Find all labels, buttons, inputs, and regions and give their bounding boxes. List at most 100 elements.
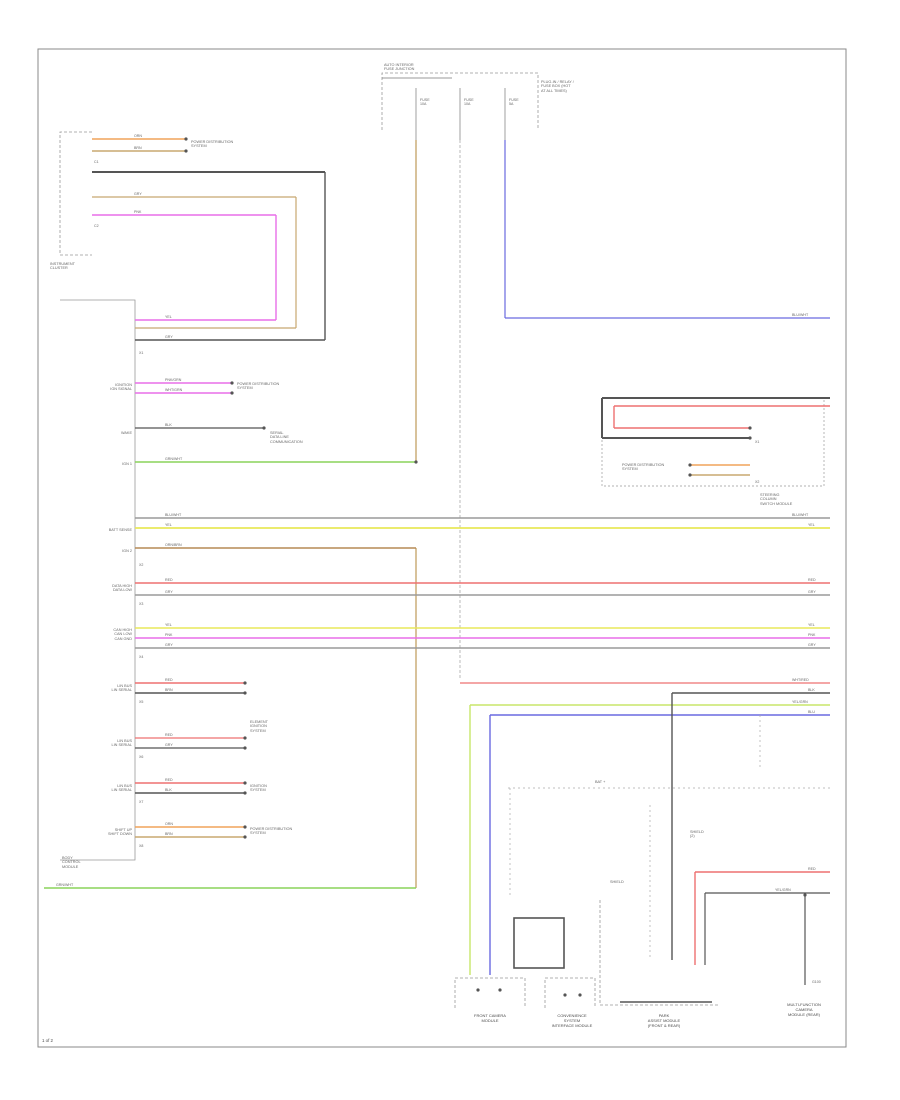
page-number: 1 of 2: [42, 1038, 53, 1043]
conv-bracket: [513, 917, 565, 969]
dot-bcm-6: [243, 736, 247, 740]
fuse-box-outline: [381, 72, 539, 130]
bcm-w-14: GRY: [165, 643, 173, 647]
right-w-13: RED: [808, 867, 816, 871]
right-w-11: YEL/GRN: [792, 700, 808, 704]
bcm-w-11: GRY: [165, 590, 173, 594]
bcm-x8-label: X8: [139, 844, 144, 848]
bcm-pin-lin4: SHIFT UP SHIFT DOWN: [108, 828, 132, 837]
bcm-pin-ign2: IGN 2: [122, 549, 132, 553]
bcm-pin-ign1: IGN 1: [122, 462, 132, 466]
front-cam-label: FRONT CAMERA MODULE: [474, 1013, 506, 1023]
scm-x1-label: X1: [755, 440, 760, 444]
bcm-x7-label: X7: [139, 800, 144, 804]
bcm-label: BODY CONTROL MODULE: [62, 856, 81, 869]
bcm-w-19: RED: [165, 778, 173, 782]
ic-wire-3-label: GRY: [134, 192, 142, 196]
dot-bcm-4: [243, 681, 247, 685]
right-w-10: BLK: [808, 688, 815, 692]
dot-bot-1: [476, 988, 480, 992]
dot-splice-1: [414, 460, 418, 464]
right-w-3: YEL: [808, 523, 815, 527]
bcm-pin-wake: WAKE: [120, 431, 132, 435]
diagram-frame: [37, 48, 847, 1048]
ic-wire-2-label: BRN: [134, 146, 142, 150]
connector-dots: [184, 137, 807, 997]
front-cam-outline: [454, 977, 526, 1008]
bcm-w-3: PNK/GRN: [165, 378, 182, 382]
ref-j-label: SHIELD: [610, 880, 624, 884]
right-w-1: BLU/WHT: [792, 313, 809, 317]
fuse-a-label: FUSE 10A: [420, 98, 430, 106]
bcm-pin-can: CAN HIGH CAN LOW CAN GND: [113, 628, 132, 641]
bcm-w-17: RED: [165, 733, 173, 737]
ref-f-label: POWER DISTRIBUTION SYSTEM: [250, 827, 293, 836]
dot-bcm-1: [230, 381, 234, 385]
bcm-w-23: GRN/WHT: [56, 883, 74, 887]
dot-scm-2: [748, 436, 752, 440]
ref-d-label: ELEMENT IGNITION SYSTEM: [250, 720, 268, 733]
right-w-2: BLU/WHT: [792, 513, 809, 517]
bcm-x1-label: X1: [139, 351, 144, 355]
bcm-w-16: BRN: [165, 688, 173, 692]
ic-c1-label: C1: [94, 160, 99, 164]
right-w-7: PNK: [808, 633, 816, 637]
ic-wire-1-label: ORN: [134, 134, 142, 138]
dot-bcm-2: [230, 391, 234, 395]
bcm-pin-lin1: LIN BUS LIN SERIAL: [111, 684, 132, 693]
bcm-w-10: RED: [165, 578, 173, 582]
bcm-w-13: PNK: [165, 633, 173, 637]
bcm-w-4: WHT/GRN: [165, 388, 183, 392]
ref-g-label: POWER DISTRIBUTION SYSTEM: [622, 463, 665, 472]
instrument-cluster-outline: [59, 131, 92, 256]
dot-bot-2: [498, 988, 502, 992]
park-assist-outline: [599, 900, 720, 1006]
ref-b-label: POWER DISTRIBUTION SYSTEM: [237, 382, 280, 391]
right-w-4: RED: [808, 578, 816, 582]
rr-module-label: MULTI-FUNCTION CAMERA MODULE (REAR): [787, 1002, 821, 1017]
bcm-x2-label: X2: [139, 563, 144, 567]
bcm-w-22: BRN: [165, 832, 173, 836]
ic-wire-4-label: PNK: [134, 210, 142, 214]
bcm-x3-label: X3: [139, 602, 144, 606]
dot-bcm-8: [243, 781, 247, 785]
bcm-w-12: YEL: [165, 623, 172, 627]
fuse-b-label: FUSE 10A: [464, 98, 474, 106]
fuse-c-label: FUSE 5A: [509, 98, 519, 106]
bcm-w-20: BLK: [165, 788, 172, 792]
dot-bcm-10: [243, 825, 247, 829]
dot-bot-5: [803, 893, 807, 897]
bcm-pin-batt: BATT SENSE: [108, 528, 132, 532]
bcm-outline: [60, 299, 136, 861]
ground-label: G100: [812, 980, 821, 984]
conv-module-outline: [544, 977, 596, 1008]
bcm-pin-lin2: LIN BUS LIN SERIAL: [111, 739, 132, 748]
dot-bcm-11: [243, 835, 247, 839]
bcm-pin-data: DATA HIGH DATA LOW: [112, 584, 132, 593]
dot-bcm-5: [243, 691, 247, 695]
right-w-12: BLU: [808, 710, 815, 714]
bcm-x5-label: X5: [139, 700, 144, 704]
bcm-w-1: YEL: [165, 315, 172, 319]
bcm-w-7: BLU/WHT: [165, 513, 182, 517]
bcm-w-8: YEL: [165, 523, 172, 527]
bcm-w-5: BLK: [165, 423, 172, 427]
instrument-cluster-label: INSTRUMENT CLUSTER: [50, 262, 75, 271]
right-w-9: WHT/RED: [792, 678, 809, 682]
fuse-box-note: PLUG-IN / RELAY / FUSE BOX (HOT AT ALL T…: [541, 80, 574, 93]
ref-e-label: IGNITION SYSTEM: [250, 784, 267, 793]
fuse-box-label: AUTO INTERIOR FUSE JUNCTION: [384, 63, 415, 72]
ic-c2-label: C2: [94, 224, 99, 228]
ref-h-label: SHIELD (2): [690, 830, 704, 839]
bcm-x4-label: X4: [139, 655, 144, 659]
right-w-5: GRY: [808, 590, 816, 594]
dot-bcm-3: [262, 426, 266, 430]
bcm-pin-ignition: IGNITION IGN SIGNAL: [110, 383, 132, 392]
steering-module-box: [601, 397, 825, 487]
bcm-w-18: GRY: [165, 743, 173, 747]
scm-x2-label: X2: [755, 480, 760, 484]
dot-ic-1: [184, 137, 188, 141]
bcm-w-9: ORN/BRN: [165, 543, 182, 547]
conv-module-label: CONVENIENCE SYSTEM INTERFACE MODULE: [551, 1013, 593, 1028]
